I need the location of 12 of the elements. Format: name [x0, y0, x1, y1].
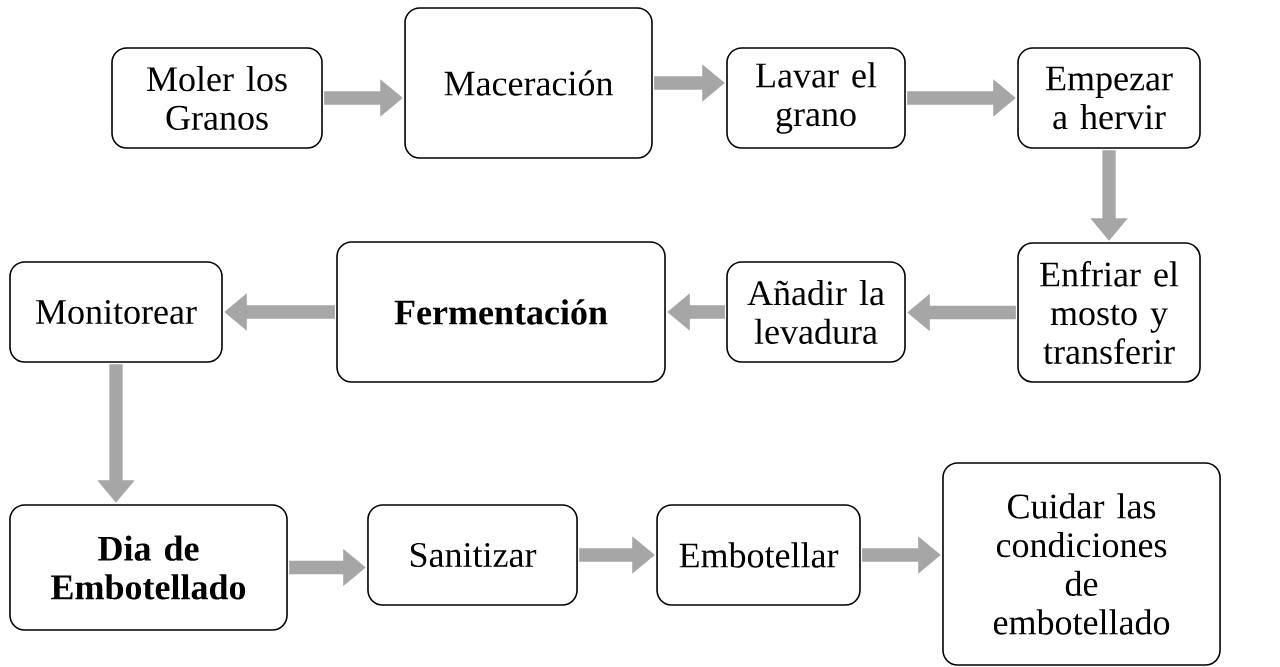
process-box: Enfriar el mosto y transferir [1017, 242, 1201, 383]
process-box: Embotellar [656, 504, 861, 606]
process-box: Moler los Granos [111, 47, 323, 149]
process-box: Fermentación [336, 241, 666, 383]
process-box: Sanitizar [367, 504, 578, 606]
process-box: Lavar el grano [726, 47, 906, 149]
process-box: Maceración [404, 7, 653, 159]
process-box: Empezar a hervir [1017, 47, 1201, 149]
process-box: Dia de Embotellado [9, 504, 288, 631]
process-box: Monitorear [9, 261, 223, 363]
process-box: Añadir la levadura [726, 261, 906, 363]
process-box: Cuidar las condiciones de embotellado [942, 462, 1221, 666]
